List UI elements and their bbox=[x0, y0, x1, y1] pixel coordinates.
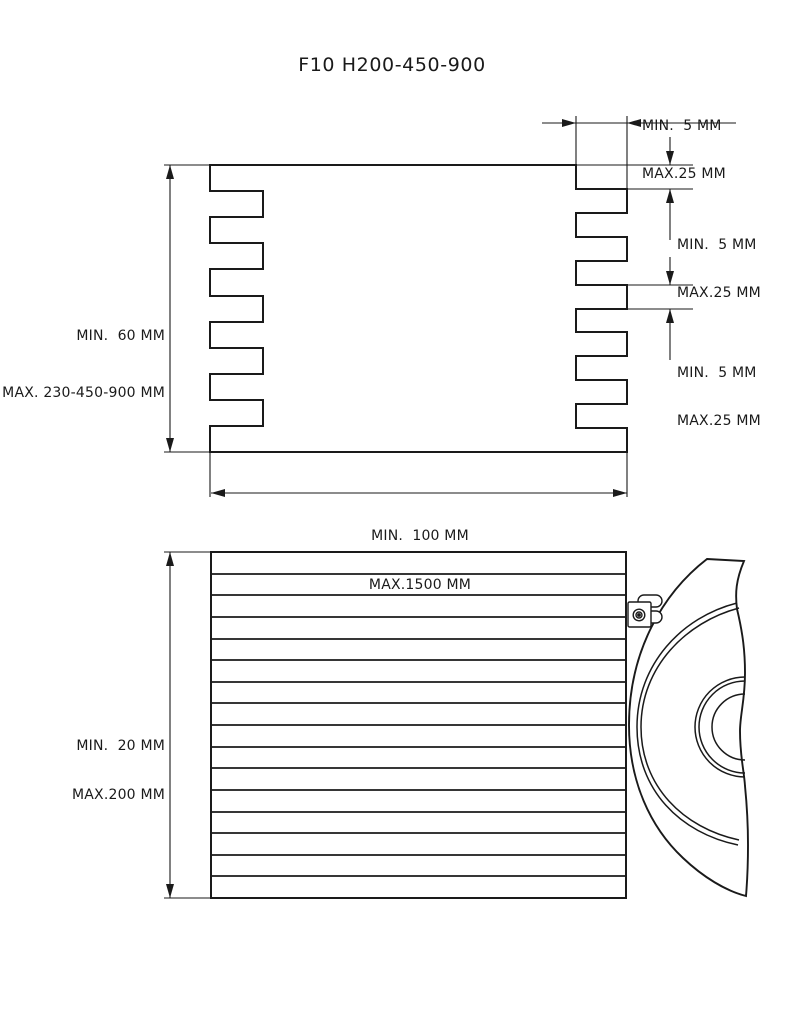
dim-height-min: MIN. 60 MM bbox=[76, 328, 165, 344]
dim-tooth-height-lower-max: MAX.25 MM bbox=[677, 413, 761, 429]
dim-label-tooth-height-upper: MIN. 5 MM MAX.25 MM bbox=[677, 205, 761, 333]
top-view-dimensions bbox=[164, 116, 736, 497]
dim-label-thickness: MIN. 20 MM MAX.200 MM bbox=[0, 706, 165, 836]
dim-thickness-min: MIN. 20 MM bbox=[76, 738, 165, 754]
top-view-outline bbox=[209, 164, 628, 453]
dim-tooth-height-upper-min: MIN. 5 MM bbox=[677, 237, 757, 253]
dim-tooth-width-max: MAX.25 MM bbox=[642, 166, 726, 182]
dim-height-max: MAX. 230-450-900 MM bbox=[2, 385, 165, 401]
fin-lines bbox=[211, 573, 626, 877]
castellated-body-outline bbox=[209, 164, 628, 453]
dim-label-overall-height: MIN. 60 MM MAX. 230-450-900 MM bbox=[0, 292, 165, 438]
drawing-title: F10 H200-450-900 bbox=[298, 54, 486, 76]
bracket-screw-center bbox=[637, 613, 641, 617]
dim-label-tooth-height-lower: MIN. 5 MM MAX.25 MM bbox=[677, 333, 761, 461]
fan-scroll-arcs bbox=[636, 602, 746, 846]
mounting-bracket bbox=[627, 594, 663, 628]
dim-label-tooth-width: MIN. 5 MM MAX.25 MM bbox=[642, 86, 726, 214]
dim-thickness-max: MAX.200 MM bbox=[71, 787, 165, 803]
dim-width-min: MIN. 100 MM bbox=[371, 528, 469, 544]
side-view-dimension-arrowheads bbox=[166, 552, 174, 898]
fan-silhouette bbox=[628, 558, 749, 898]
fan-unit bbox=[627, 558, 749, 898]
top-view-dimension-arrowheads bbox=[166, 119, 674, 497]
side-view-fin-stack bbox=[210, 551, 627, 899]
dim-tooth-width-min: MIN. 5 MM bbox=[642, 118, 722, 134]
dim-label-overall-width: MIN. 100 MM MAX.1500 MM bbox=[330, 496, 510, 626]
dim-tooth-height-lower-min: MIN. 5 MM bbox=[677, 365, 757, 381]
dim-tooth-height-upper-max: MAX.25 MM bbox=[677, 285, 761, 301]
side-view-dimensions bbox=[164, 551, 211, 899]
dim-width-max: MAX.1500 MM bbox=[368, 577, 472, 593]
